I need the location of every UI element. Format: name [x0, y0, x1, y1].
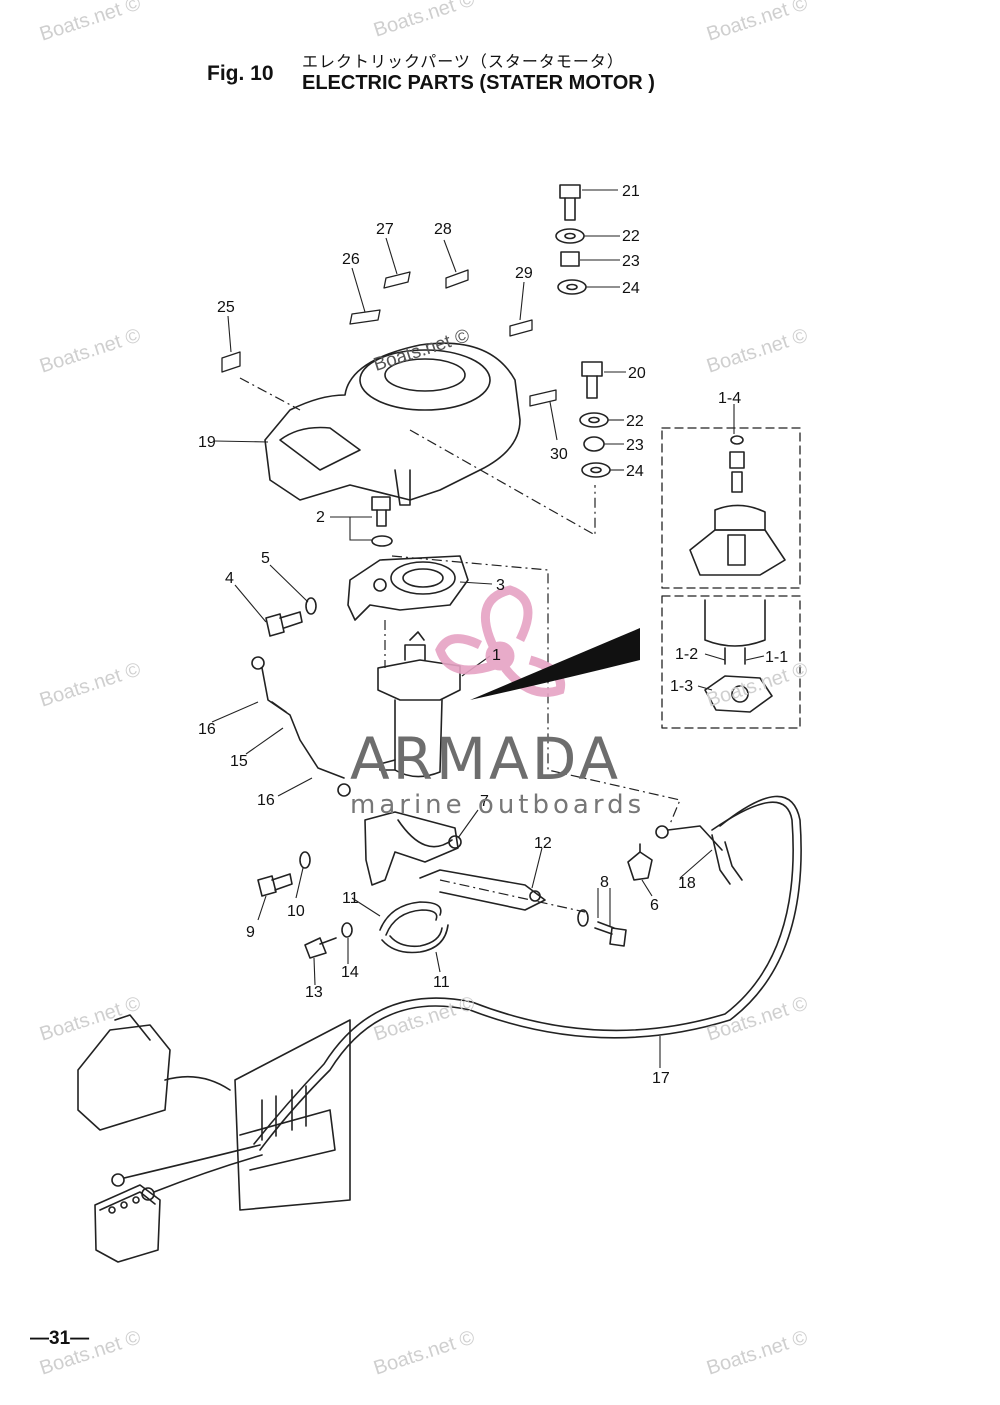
outboard-battery-illustration [77, 1014, 351, 1263]
callout-13: 13 [305, 984, 323, 1001]
callout-18: 18 [678, 875, 696, 892]
bolt-8-part [577, 909, 627, 947]
callout-5: 5 [261, 550, 270, 567]
callout-4: 4 [225, 570, 234, 587]
relay-6-part [627, 843, 653, 881]
battery-cable-17-part [253, 795, 802, 1151]
brush-assembly-box [661, 595, 801, 729]
callout-8: 8 [600, 874, 609, 891]
callout-28: 28 [434, 221, 452, 238]
callout-20: 20 [628, 365, 646, 382]
callout-1-4: 1-4 [718, 390, 741, 407]
callout-30: 30 [550, 446, 568, 463]
bracket-7-part [364, 811, 462, 886]
callout-6: 6 [650, 897, 659, 914]
starter-subassembly-box [661, 427, 801, 589]
page-number: —31— [30, 1328, 90, 1349]
callout-11: 11 [433, 974, 450, 991]
armada-brand-text: ARMADA [350, 725, 622, 793]
lower-bolt-stack [579, 361, 611, 478]
flywheel-cover-part [264, 342, 521, 506]
callout-12: 12 [534, 835, 552, 852]
bolt-2-part [371, 496, 393, 547]
callout-15: 15 [230, 753, 248, 770]
bolt-4-part [265, 597, 317, 637]
callout-1-1: 1-1 [765, 649, 788, 666]
title-japanese: エレクトリックパーツ（スタータモータ） [302, 52, 624, 71]
callout-25: 25 [217, 299, 235, 316]
starter-motor-part [377, 631, 461, 778]
callout-2: 2 [316, 509, 325, 526]
upper-bolt-stack [555, 184, 587, 295]
callout-24: 24 [626, 463, 644, 480]
callout-3: 3 [496, 577, 505, 594]
callout-10: 10 [287, 903, 305, 920]
callout-22: 22 [622, 228, 640, 245]
band-12-part [419, 869, 546, 911]
callout-23: 23 [622, 253, 640, 270]
callout-24: 24 [622, 280, 640, 297]
callout-1-2: 1-2 [675, 646, 698, 663]
title-english: ELECTRIC PARTS (STATER MOTOR ) [302, 72, 655, 94]
callout-16: 16 [257, 792, 275, 809]
callout-11: 11 [342, 890, 359, 907]
callout-21: 21 [622, 183, 640, 200]
clamp-11-part [379, 901, 449, 954]
callout-22: 22 [626, 413, 644, 430]
armada-logo-swoosh [470, 628, 640, 700]
figure-number: Fig. 10 [207, 62, 274, 85]
decal-parts [221, 269, 557, 407]
callout-1: 1 [492, 647, 501, 664]
bolt-13-part [304, 922, 353, 959]
callout-23: 23 [626, 437, 644, 454]
callout-16: 16 [198, 721, 216, 738]
harness-18-part [655, 825, 743, 885]
armada-tagline-text: marine outboards [350, 790, 646, 820]
callout-19: 19 [198, 434, 216, 451]
callout-7: 7 [480, 793, 489, 810]
callout-labels: 21 22 23 24 20 22 23 24 27 28 26 29 25 3… [198, 183, 788, 1087]
callout-27: 27 [376, 221, 394, 238]
callout-1-3: 1-3 [670, 678, 693, 695]
callout-17: 17 [652, 1070, 670, 1087]
bolt-9-part [257, 851, 311, 897]
cable-15-part [251, 656, 351, 797]
callout-9: 9 [246, 924, 255, 941]
callout-26: 26 [342, 251, 360, 268]
callout-14: 14 [341, 964, 359, 981]
callout-29: 29 [515, 265, 533, 282]
bracket-3-part [347, 555, 469, 621]
